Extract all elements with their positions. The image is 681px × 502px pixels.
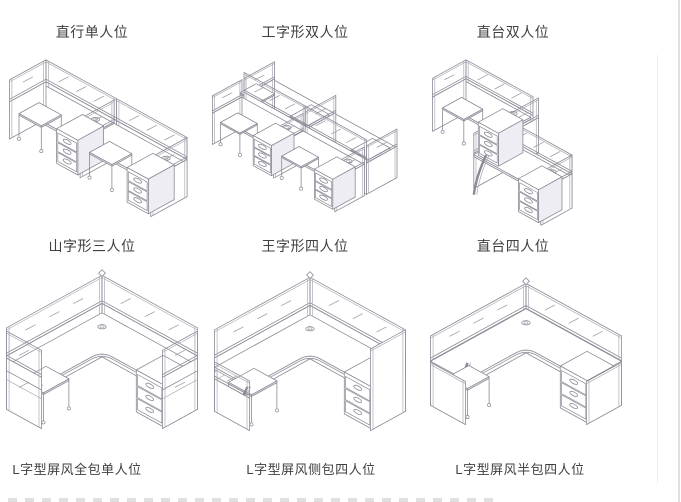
caption-straight-four-seat: 直台四人位 xyxy=(476,238,550,254)
right-border-line xyxy=(678,0,680,502)
caption-l-half-wrap-four: L字型屏风半包四人位 xyxy=(455,462,585,477)
cropped-text-fragment xyxy=(8,498,494,502)
l-shape-side-enclosed-workstation-diagram xyxy=(214,271,406,432)
caption-straight-single-seat: 直行单人位 xyxy=(55,24,129,40)
inner-divider-line xyxy=(657,55,658,483)
shan-shape-row-workstation-diagram xyxy=(9,59,188,218)
caption-i-shape-two-seat: 工字形双人位 xyxy=(261,24,349,40)
caption-shan-shape-three-seat: 山字形三人位 xyxy=(48,238,136,254)
l-shape-half-enclosed-workstation-diagram xyxy=(430,277,622,426)
caption-straight-two-seat: 直台双人位 xyxy=(476,24,550,40)
caption-wang-shape-four-seat: 王字形四人位 xyxy=(261,238,349,254)
caption-l-side-wrap-four: L字型屏风侧包四人位 xyxy=(246,462,376,477)
l-shape-full-enclosed-single-workstation-diagram xyxy=(6,269,198,430)
wang-shape-four-seat-workstation-diagram xyxy=(212,61,398,213)
caption-l-full-wrap-single: L字型屏风全包单人位 xyxy=(12,462,142,477)
straight-staggered-workstation-diagram xyxy=(432,59,573,226)
